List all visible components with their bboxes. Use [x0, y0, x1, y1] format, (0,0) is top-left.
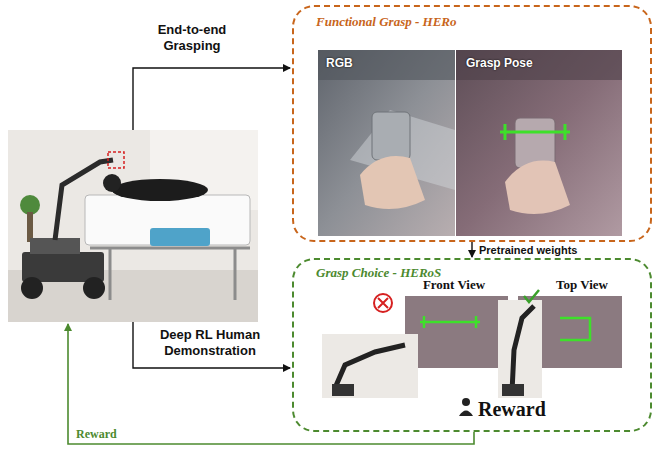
robot-photo — [8, 130, 258, 322]
group-box: Grasp Choice - HERoSFront View Top View — [292, 258, 652, 432]
group-title: Functional Grasp - HERo — [316, 14, 457, 30]
image-panel: Top View — [532, 276, 632, 296]
image-panel: Front View — [398, 276, 510, 296]
flow-arrow — [133, 322, 290, 368]
reward-arrow — [68, 324, 474, 444]
arrow-label: End-to-end Grasping — [142, 22, 242, 53]
image-panel: Grasp Pose — [456, 50, 622, 236]
group-box: Functional Grasp - HERoRGB Grasp Pose — [292, 5, 652, 242]
panel-label: Front View — [423, 277, 485, 293]
person-icon — [459, 398, 473, 416]
flow-arrow — [133, 68, 290, 130]
group-title: Grasp Choice - HERoS — [316, 265, 441, 281]
top-view-image — [498, 290, 622, 398]
panel-label: RGB — [326, 56, 353, 70]
edge-label: Pretrained weights — [479, 244, 577, 256]
image-panel: RGB — [318, 50, 455, 236]
grasp-pose-image — [456, 50, 622, 236]
arrow-label: Reward — [76, 427, 136, 441]
arrow-label: Reward — [478, 397, 558, 421]
connector — [471, 242, 472, 257]
panel-label: Grasp Pose — [466, 56, 533, 70]
front-view-image — [322, 294, 508, 398]
rgb-image — [318, 50, 455, 236]
panel-label: Top View — [556, 277, 608, 293]
arrow-label: Deep RL Human Demonstration — [140, 327, 280, 358]
